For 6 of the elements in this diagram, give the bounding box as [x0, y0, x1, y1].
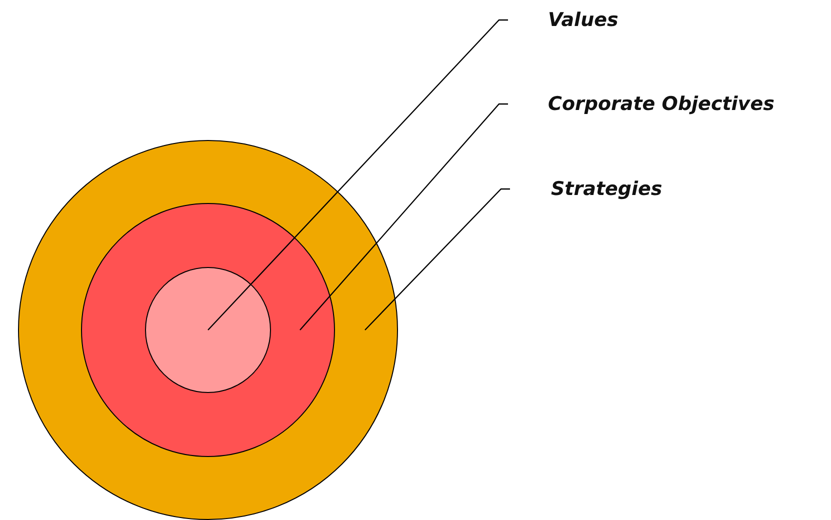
leader-line: [208, 19, 508, 330]
callout-label: Strategies: [510, 177, 662, 201]
callout-label: Values: [508, 8, 618, 32]
callout-label: Corporate Objectives: [508, 92, 774, 116]
leader-line: [300, 103, 508, 330]
leader-line: [364, 188, 510, 330]
